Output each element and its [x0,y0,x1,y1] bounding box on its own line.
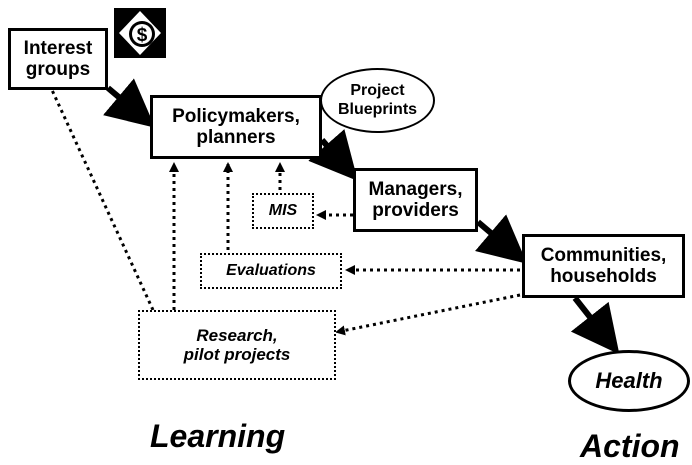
arrow-managers-to-communities [475,214,528,264]
mis-label: MIS [268,202,298,220]
project-blueprints-line-1: Project [350,82,405,100]
policymakers-line-1: Policymakers, [172,105,300,127]
managers-line-1: Managers, [368,178,463,200]
action-caption: Action [580,428,680,464]
research-node: Research, pilot projects [138,310,336,380]
arrow-interest-to-policymakers [103,78,156,128]
svg-text:$: $ [137,25,148,46]
research-line-2: pilot projects [183,345,291,364]
interest-groups-node: Interest groups [8,28,108,90]
mis-node: MIS [252,193,314,229]
health-node: Health [568,350,690,412]
evaluations-node: Evaluations [200,253,342,289]
arrow-policymakers-to-managers [308,129,358,182]
dollar-sign-diamond-icon: $ [114,8,166,58]
project-blueprints-line-2: Blueprints [337,100,418,118]
interest-groups-line-2: groups [25,59,91,80]
dotted-communities-to-research [335,293,521,336]
managers-node: Managers, providers [353,168,478,232]
interest-groups-line-1: Interest [23,37,93,59]
research-line-1: Research, [196,325,278,345]
policymakers-node: Policymakers, planners [150,95,322,159]
arrow-communities-to-health [570,296,620,355]
project-blueprints-node: Project Blueprints [320,68,435,133]
policymakers-line-2: planners [196,127,276,148]
evaluations-label: Evaluations [226,262,316,280]
dotted-research-to-interest [50,89,155,311]
health-label: Health [595,368,663,393]
communities-line-2: households [550,266,657,287]
managers-line-2: providers [372,200,459,221]
communities-line-1: Communities, [540,244,667,266]
learning-caption: Learning [150,418,286,454]
communities-node: Communities, households [522,234,685,298]
